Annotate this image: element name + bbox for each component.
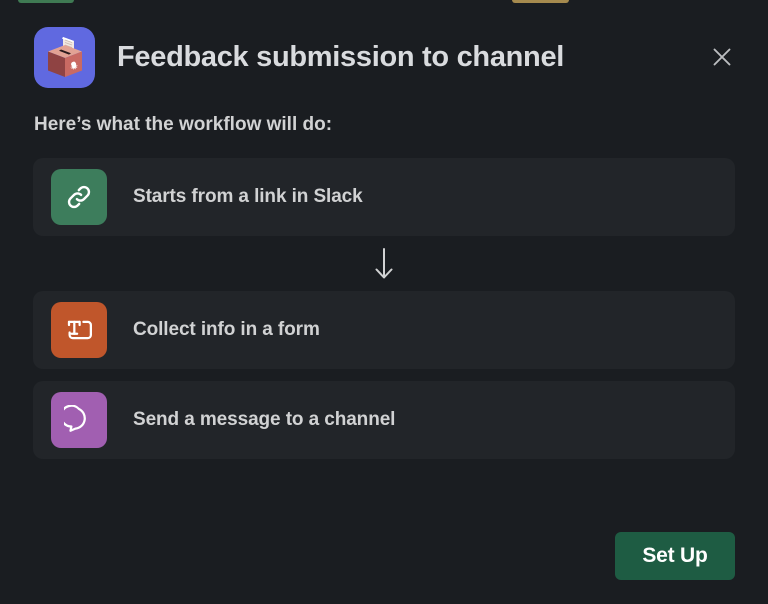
workflow-steps-list: Starts from a link in Slack — [33, 158, 735, 459]
workflow-step-send-message[interactable]: Send a message to a channel — [33, 381, 735, 459]
background-gold-bar-remnant — [512, 0, 569, 3]
dialog-body: Here’s what the workflow will do: Starts… — [0, 114, 768, 459]
arrow-down-icon — [375, 247, 393, 278]
step-connector — [33, 236, 735, 291]
set-up-button[interactable]: Set Up — [615, 532, 735, 580]
workflow-step-label: Starts from a link in Slack — [133, 186, 363, 207]
workflow-step-trigger[interactable]: Starts from a link in Slack — [33, 158, 735, 236]
form-text-field-icon — [51, 302, 107, 358]
background-green-bar-remnant — [18, 0, 74, 3]
workflow-setup-dialog: Feedback submission to channel Here’s wh… — [0, 6, 768, 604]
link-icon — [51, 169, 107, 225]
dialog-header: Feedback submission to channel — [0, 6, 768, 88]
close-icon[interactable] — [704, 39, 740, 75]
speech-bubble-icon — [51, 392, 107, 448]
workflow-step-label: Collect info in a form — [133, 319, 320, 340]
workflow-step-collect-info[interactable]: Collect info in a form — [33, 291, 735, 369]
ballot-box-icon — [34, 26, 95, 88]
workflow-summary-heading: Here’s what the workflow will do: — [34, 114, 333, 135]
dialog-title: Feedback submission to channel — [117, 40, 565, 73]
workflow-step-label: Send a message to a channel — [133, 409, 396, 430]
dialog-footer: Set Up — [0, 532, 768, 580]
